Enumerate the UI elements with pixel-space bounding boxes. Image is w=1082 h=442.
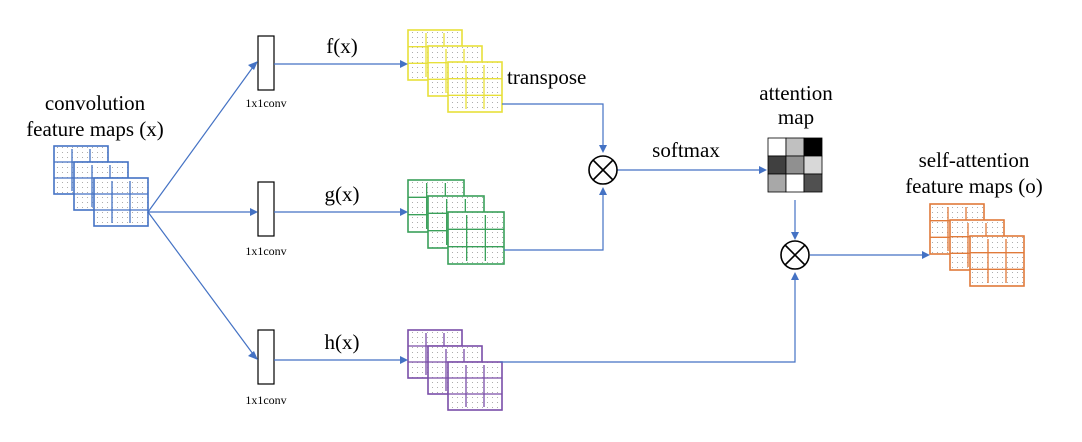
- output-label-line2: feature maps (o): [905, 174, 1043, 198]
- arrow-input-to-conv-h: [147, 211, 254, 355]
- attention-cell: [803, 173, 823, 193]
- arrowhead-conv-g: [250, 208, 258, 216]
- arrow-transpose-to-mult1: [502, 103, 604, 147]
- conv-h-bar: [257, 329, 275, 385]
- output-label-line1: self-attention: [919, 148, 1030, 172]
- arrow-g-to-mult1: [504, 193, 604, 251]
- h-feature-maps: [407, 329, 503, 411]
- arrowhead-mult1-bottom: [599, 187, 607, 195]
- attention-label-line1: attention: [759, 81, 833, 105]
- arrowhead-mult1-top: [599, 145, 607, 153]
- attention-cell: [767, 137, 787, 157]
- f-feature-maps-sheet-3: [447, 61, 503, 113]
- g-feature-maps-sheet-3: [447, 211, 505, 265]
- softmax-label: softmax: [652, 138, 720, 162]
- conv-f-label: 1x1conv: [245, 96, 286, 110]
- output-feature-maps: [929, 203, 1025, 287]
- conv-h-label: 1x1conv: [245, 393, 286, 407]
- attention-cell: [803, 137, 823, 157]
- attention-label-line2: map: [778, 105, 814, 129]
- attention-cell: [785, 155, 805, 175]
- multiply-icon-1: [588, 155, 618, 185]
- arrowhead-attention: [759, 166, 767, 174]
- transpose-label: transpose: [507, 65, 586, 89]
- input-feature-maps-sheet-3: [93, 177, 149, 227]
- attention-cell: [767, 173, 787, 193]
- f-feature-maps: [407, 29, 503, 113]
- attention-map-grid: [767, 137, 823, 193]
- multiply-icon-2: [780, 240, 810, 270]
- h-label: h(x): [325, 330, 360, 354]
- arrowhead-h: [400, 356, 408, 364]
- f-label: f(x): [326, 34, 357, 58]
- attention-cell: [767, 155, 787, 175]
- conv-g-label: 1x1conv: [245, 244, 286, 258]
- attention-cell: [785, 173, 805, 193]
- arrowhead-mult2-top: [791, 232, 799, 240]
- h-feature-maps-sheet-3: [447, 361, 503, 411]
- conv-g-bar: [257, 181, 275, 237]
- g-label: g(x): [325, 182, 360, 206]
- flow-arrows: [147, 60, 930, 364]
- input-feature-maps: [53, 145, 149, 227]
- arrowhead-conv-f: [248, 61, 258, 70]
- attention-cell: [803, 155, 823, 175]
- attention-cell: [785, 137, 805, 157]
- arrow-input-to-conv-f: [147, 66, 254, 213]
- arrow-h-to-mult2: [500, 279, 796, 363]
- g-feature-maps: [407, 179, 505, 265]
- arrowhead-conv-h: [248, 351, 258, 360]
- arrowhead-f: [400, 60, 408, 68]
- arrowhead-mult2-bottom: [791, 272, 799, 280]
- output-feature-maps-sheet-3: [969, 235, 1025, 287]
- input-label-line1: convolution: [45, 91, 146, 115]
- arrowhead-output: [922, 251, 930, 259]
- arrowhead-g: [400, 208, 408, 216]
- input-label-line2: feature maps (x): [26, 117, 164, 141]
- conv-f-bar: [257, 35, 275, 91]
